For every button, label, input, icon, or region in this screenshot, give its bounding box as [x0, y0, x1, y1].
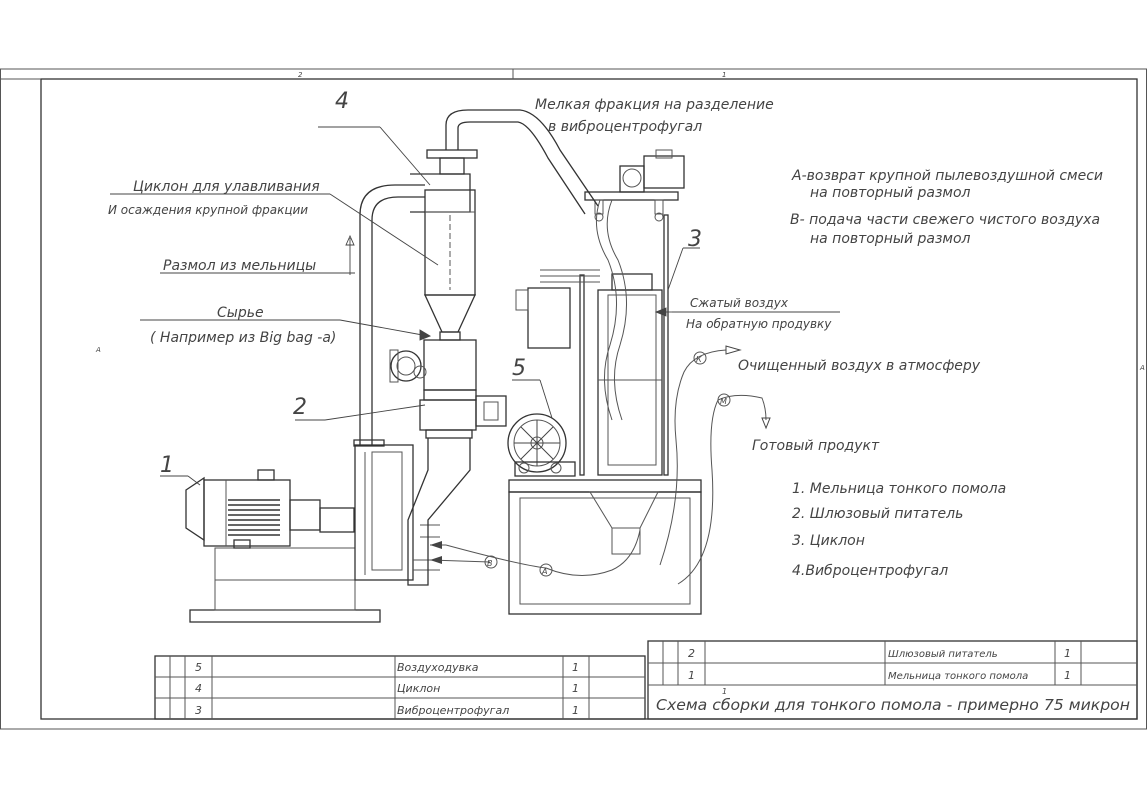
callout-1: 1 — [160, 453, 174, 478]
bom-right-row2-name: Мельница тонкого помола — [888, 671, 1028, 682]
vibrocentrifugal-assembly — [508, 149, 702, 615]
label-fine-fraction-1: Мелкая фракция на разделение — [535, 97, 774, 113]
bom-left-row1-pos: 5 — [195, 661, 202, 674]
callout-2: 2 — [293, 395, 307, 420]
legend-item-3: 3. Циклон — [792, 533, 865, 549]
rotary-valve-assembly — [389, 339, 507, 586]
label-clean-air: Очищенный воздух в атмосферу — [738, 358, 981, 374]
label-finished-product: Готовый продукт — [752, 438, 880, 454]
mill-assembly — [185, 439, 440, 623]
note-a-line2: на повторный размол — [810, 185, 971, 201]
label-fine-fraction-2: в виброцентрофугал — [548, 119, 702, 135]
bom-left-row2-qty: 1 — [572, 682, 579, 695]
mill-base-plate — [189, 609, 381, 623]
label-compressed-air-1: Сжатый воздух — [690, 296, 789, 310]
blower-assembly — [507, 413, 576, 477]
outer-frame — [0, 68, 1147, 730]
marker-b: В — [487, 559, 493, 568]
riser-pipe — [359, 184, 425, 445]
legend-item-4: 4.Виброцентрофугал — [792, 563, 948, 579]
bom-right-row2-qty: 1 — [1064, 669, 1071, 682]
callout-3: 3 — [688, 227, 702, 252]
drawing-title: Схема сборки для тонкого помола - пример… — [656, 696, 1130, 714]
marker-k: К — [696, 355, 702, 364]
return-line-a — [445, 529, 641, 577]
bom-right-row2-pos: 1 — [688, 669, 695, 682]
zone-label-right-a: A — [1139, 364, 1145, 372]
label-cyclone-2: И осаждения крупной фракции — [108, 203, 308, 217]
label-compressed-air-2: На обратную продувку — [686, 317, 832, 331]
label-mill-grind: Размол из мельницы — [163, 258, 316, 274]
label-cyclone-1: Циклон для улавливания — [133, 179, 320, 195]
leader-lines — [110, 126, 840, 486]
zone-label-top-1: 1 — [722, 71, 726, 79]
title-block-sheet-mark: 1 — [722, 687, 727, 696]
marker-m: М — [720, 397, 727, 406]
marker-a: А — [541, 567, 547, 576]
bom-left-row3-name: Виброцентрофугал — [397, 704, 509, 717]
zone-label-left-a: A — [95, 346, 101, 354]
bom-right-row1-pos: 2 — [688, 647, 695, 660]
bom-left-row2-pos: 4 — [195, 682, 202, 695]
note-a-line1: А-возврат крупной пылевоздушной смеси — [791, 168, 1103, 184]
label-raw-1: Сырье — [217, 305, 264, 321]
motor-fins — [228, 499, 280, 536]
mill-housing — [354, 444, 414, 581]
bom-left-row1-qty: 1 — [572, 661, 579, 674]
motor-body — [203, 479, 291, 547]
bom-right-row1-qty: 1 — [1064, 647, 1071, 660]
note-b-line2: на повторный размол — [810, 231, 971, 247]
bom-right-row1-name: Шлюзовый питатель — [888, 649, 998, 660]
fine-fraction-pipe — [445, 109, 599, 207]
bom-left-row3-pos: 3 — [195, 704, 202, 717]
cyclone-assembly — [410, 149, 478, 341]
label-raw-2: ( Например из Big bag -а) — [150, 330, 336, 346]
bom-left-row1-name: Воздуходувка — [397, 661, 479, 674]
legend-item-1: 1. Мельница тонкого помола — [792, 481, 1006, 497]
bom-left-table: 5 Воздуходувка 1 4 Циклон 1 3 Виброцентр… — [154, 655, 646, 720]
note-b-line1: В- подача части свежего чистого воздуха — [790, 212, 1100, 228]
callout-5: 5 — [512, 356, 526, 381]
mill-frame — [214, 547, 356, 611]
bom-right-table: 2 Шлюзовый питатель 1 1 Мельница тонкого… — [647, 640, 1138, 720]
bom-left-row2-name: Циклон — [397, 682, 440, 695]
zone-label-top-2: 2 — [298, 71, 303, 79]
callout-4: 4 — [335, 89, 349, 114]
legend-item-2: 2. Шлюзовый питатель — [792, 506, 963, 522]
bom-left-row3-qty: 1 — [572, 704, 579, 717]
